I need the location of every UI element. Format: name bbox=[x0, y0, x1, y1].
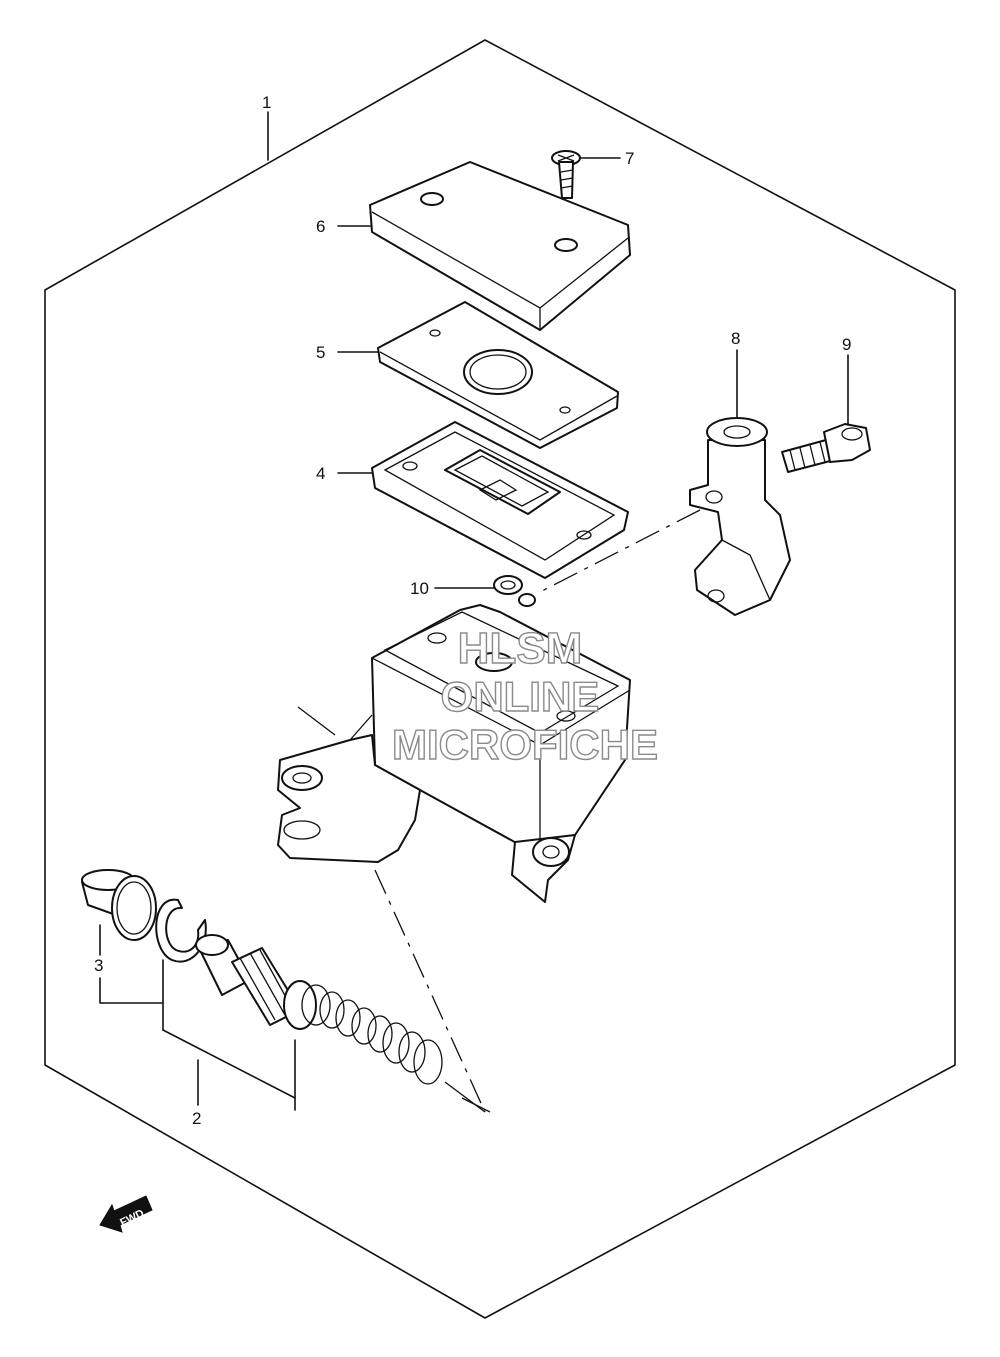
master-cylinder-body bbox=[277, 604, 631, 903]
callout-2: 2 bbox=[192, 1109, 201, 1128]
watermark-line-2: ONLINE bbox=[441, 673, 600, 720]
callout-7: 7 bbox=[625, 149, 634, 168]
callout-3: 3 bbox=[94, 956, 103, 975]
part-9-bolt bbox=[781, 423, 871, 473]
part-piston bbox=[195, 934, 331, 1030]
callout-1: 1 bbox=[262, 93, 271, 112]
assembly-frame bbox=[44, 39, 956, 1319]
part-8-holder bbox=[689, 417, 791, 616]
forward-arrow-icon: FWD bbox=[99, 1195, 153, 1233]
watermark-line-3: MICROFICHE bbox=[392, 721, 658, 768]
part-3-boot bbox=[81, 869, 157, 941]
part-spring bbox=[319, 991, 443, 1085]
part-10-clip bbox=[493, 575, 536, 607]
callout-8: 8 bbox=[731, 329, 740, 348]
callout-6: 6 bbox=[316, 217, 325, 236]
part-7-screw bbox=[551, 150, 581, 199]
leader-lines bbox=[99, 111, 849, 1111]
callout-5: 5 bbox=[316, 343, 325, 362]
part-6-cap bbox=[369, 161, 631, 331]
callout-10: 10 bbox=[410, 579, 429, 598]
part-circlip bbox=[155, 898, 207, 963]
watermark: HLSM ONLINE MICROFICHE bbox=[391, 623, 658, 768]
part-4-diaphragm bbox=[371, 421, 629, 579]
part-5-plate bbox=[377, 301, 619, 449]
callout-9: 9 bbox=[842, 335, 851, 354]
watermark-line-1: HLSM bbox=[458, 624, 583, 673]
callout-4: 4 bbox=[316, 464, 325, 483]
